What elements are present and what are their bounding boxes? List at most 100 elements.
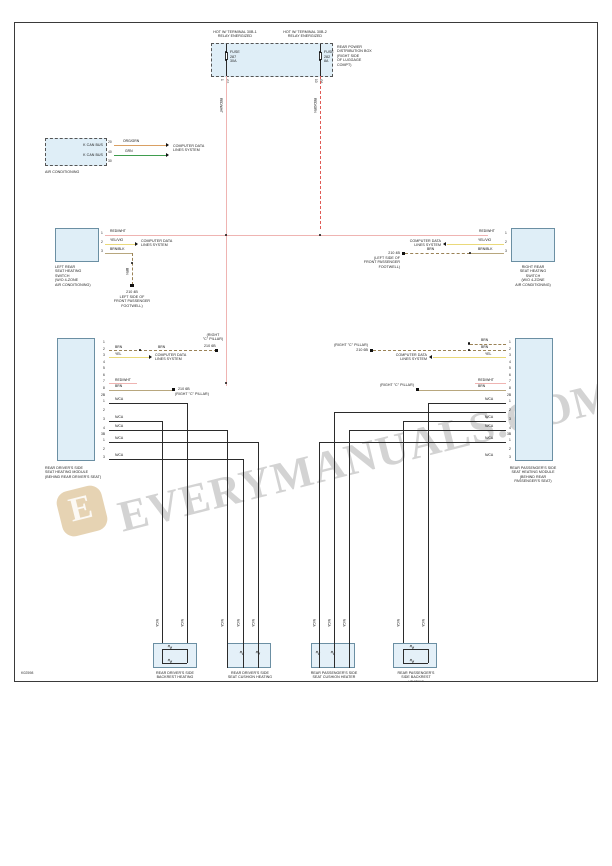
left-module-wire-red-wht-label: RED/WHT xyxy=(115,377,131,382)
element-1-label: REAR DRIVER'S SIDE BACKREST HEATING xyxy=(156,671,194,680)
right-module-c3-nca: N/CA xyxy=(485,453,494,457)
e2-leg-1 xyxy=(227,643,228,668)
right-module-box xyxy=(515,338,553,461)
right-module-wire-yel xyxy=(433,357,506,358)
right-module-pin-2: 2 xyxy=(509,346,511,351)
can-pin-30: 30 xyxy=(108,159,112,163)
left-module-ground-symbol-b xyxy=(172,388,176,392)
fuse1-rating: 30A xyxy=(230,59,237,63)
rm-w1-h xyxy=(428,403,506,404)
feed1-tap-node-1 xyxy=(224,234,228,237)
right-switch-wire-brn-blk-label: BRN/BLK xyxy=(478,247,493,251)
lm-w3-h xyxy=(109,430,227,431)
e4-resistor-2: ∿ xyxy=(409,658,415,665)
right-module-ground-symbol-b xyxy=(416,388,420,392)
right-module-brn-node-2 xyxy=(468,348,471,352)
e4-left-leg xyxy=(403,649,404,663)
left-module-wire-brn-ground xyxy=(109,350,217,351)
right-module-pin-7: 7 xyxy=(509,379,511,383)
e2-leg-3 xyxy=(258,643,259,668)
right-module-pin-5: 5 xyxy=(509,366,511,370)
left-switch-wire-brn-blk-label: BRN/BLK xyxy=(110,247,125,251)
right-module-wire-brn2 xyxy=(373,350,506,351)
can-wire-org-grn-label: ORG/GRN xyxy=(123,139,140,143)
rm-w4-v xyxy=(349,430,350,643)
right-switch-pin-2: 2 xyxy=(505,240,507,244)
power-box-label: REAR POWER DISTRIBUTION BOX (RIGHT SIDE … xyxy=(337,45,372,67)
fuse2-node-top xyxy=(318,50,322,53)
left-module-b1-nca: N/CA xyxy=(115,397,124,401)
fuse1-lead-top xyxy=(226,44,227,52)
sheet-corner-code: K02598 xyxy=(21,671,34,675)
right-module-ground-a-id: 210 6B xyxy=(356,347,368,352)
left-module-brn-node xyxy=(139,348,142,352)
e1-top-bus xyxy=(162,649,187,650)
left-module-b4-nca: N/CA xyxy=(115,424,124,428)
right-module-wire-brn1-label: BRN xyxy=(481,338,489,342)
left-module-ground-b-id: 210 6B xyxy=(178,387,190,391)
left-switch-wire-brn-blk xyxy=(105,253,132,254)
feed1-wire-label: RED/WHT xyxy=(219,98,223,113)
e4-resistor-1: ∿ xyxy=(409,644,415,651)
rm-w2-h xyxy=(403,421,506,422)
can-pin-40: 40 xyxy=(108,150,112,154)
left-switch-wire-yel-vio-label: YEL/VIO xyxy=(110,238,124,242)
rm-w3-nca: N/CA xyxy=(327,619,331,627)
watermark-logo: E xyxy=(54,483,110,539)
fuse1-label: FUSE xyxy=(230,50,240,54)
left-module-wire-yel xyxy=(109,357,149,358)
e3-leg-3 xyxy=(349,643,350,668)
rm-w5-h xyxy=(319,442,506,443)
lm-w4-nca: N/CA xyxy=(251,619,255,627)
right-switch-ground-node xyxy=(468,251,472,255)
right-module-b-pin-3: 3 xyxy=(509,417,511,421)
right-rear-switch-box xyxy=(511,228,555,262)
left-module-b3-nca: N/CA xyxy=(115,415,124,419)
left-module-ground-symbol-a xyxy=(215,348,219,352)
lm-w2-v xyxy=(162,421,163,643)
e3-leg-2 xyxy=(334,643,335,668)
fuse2-lead-bottom xyxy=(320,60,321,76)
right-module-label: REAR PASSENGER'S SIDE SEAT HEATING MODUL… xyxy=(509,466,557,484)
can-pin-20: 20 xyxy=(108,140,112,144)
left-module-c-pin-2: 2 xyxy=(103,447,105,451)
right-module-pin-3: 3 xyxy=(509,353,511,357)
left-module-b-pin-4: 4 xyxy=(103,426,105,430)
element-2-label: REAR DRIVER'S SIDE SEAT CUSHION HEATING xyxy=(227,671,273,680)
lm-w1-h xyxy=(109,403,187,404)
right-module-b1-nca: N/CA xyxy=(485,397,494,401)
right-module-wire-red-wht-label: RED/WHT xyxy=(478,377,494,382)
right-switch-data-dest: COMPUTER DATA LINES SYSTEM xyxy=(409,239,441,248)
right-module-pin-1: 1 xyxy=(509,340,511,344)
right-module-brn-node xyxy=(468,342,471,345)
lm-w3-nca: N/CA xyxy=(220,619,224,627)
e1-right-leg xyxy=(187,649,188,663)
left-module-pin-7: 7 xyxy=(103,379,105,383)
e1-resistor-1: ∿ xyxy=(167,644,173,651)
right-module-b-pin-1: 1 xyxy=(509,399,511,403)
can-wire-org-grn xyxy=(114,145,166,146)
left-module-ground-right-id: 210 6B xyxy=(204,344,216,348)
lm-w3-v xyxy=(227,430,228,643)
lm-w2-h xyxy=(109,421,162,422)
e1-bot-bus xyxy=(162,663,187,664)
right-module-b-pin-4: 4 xyxy=(509,426,511,430)
element-3-box xyxy=(311,643,355,668)
left-rear-switch-label: LEFT REAR SEAT HEATING SWITCH (W/O 4-ZON… xyxy=(55,265,91,287)
rm-w1-v xyxy=(428,403,429,643)
lm-w5-v xyxy=(243,459,244,643)
right-module-b-pin-2: 2 xyxy=(509,408,511,412)
right-switch-data-arrow xyxy=(443,242,446,246)
right-switch-wire-brn-blk xyxy=(470,253,504,254)
rm-w3-h xyxy=(334,412,506,413)
rm-w5-nca: N/CA xyxy=(312,619,316,627)
right-switch-wire-red-wht-label: RED/WHT xyxy=(479,229,495,233)
lm-w4-h xyxy=(109,442,258,443)
lm-w4-v xyxy=(258,442,259,643)
lm-w2-nca: N/CA xyxy=(155,619,159,627)
fuse2-rating: 8A xyxy=(324,59,329,63)
right-module-c-pin-3: 3 xyxy=(509,455,511,459)
right-switch-ground-horizontal xyxy=(405,253,470,254)
right-module-wire-yel-label: YEL xyxy=(485,351,492,356)
left-module-b-pin-3: 3 xyxy=(103,417,105,421)
